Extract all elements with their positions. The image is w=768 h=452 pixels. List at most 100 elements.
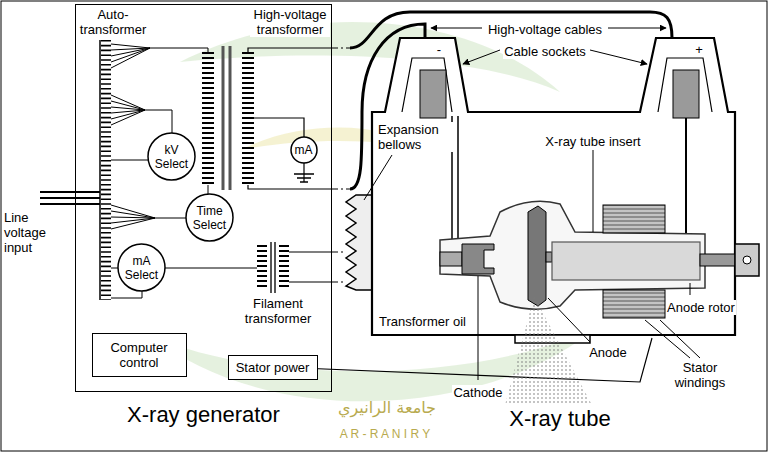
dial-label: Time Select <box>192 204 228 232</box>
leader-arrow <box>590 50 647 64</box>
label-holder: Cathode <box>452 383 504 401</box>
part-label: Cable sockets <box>503 44 587 59</box>
leader-line <box>548 298 590 342</box>
stator-winding <box>603 205 665 233</box>
part-label: High-voltage cables <box>487 22 603 37</box>
selector-dial: Time Select <box>185 193 234 242</box>
label-holder: Auto-transformer <box>78 7 148 38</box>
part-label: Filament transformer <box>236 296 320 326</box>
tube-housing <box>372 38 735 335</box>
expansion-bellows <box>346 195 372 290</box>
tap-wire <box>111 107 145 110</box>
stator-wire <box>300 338 652 382</box>
cathode-cup <box>462 244 494 274</box>
cable-break <box>332 281 345 282</box>
dial-label: mA Select <box>124 254 160 282</box>
part-label: Anode rotor <box>666 300 736 315</box>
label-holder: جامعة الرانيري <box>322 398 452 417</box>
leader-arrow <box>608 28 666 29</box>
housing-mount <box>735 244 759 276</box>
anode-lead <box>685 118 687 242</box>
wire <box>289 251 332 252</box>
control-box: Computer control <box>92 333 187 377</box>
autotransformer-core <box>99 40 101 300</box>
part-label: Line voltage input <box>3 210 55 255</box>
polarity-sign: - <box>436 42 442 57</box>
tap-wire <box>111 44 150 48</box>
label-holder: Expansion bellows <box>377 122 457 153</box>
label-holder: + <box>692 40 706 58</box>
iron-core <box>229 46 232 190</box>
label-holder: Anode <box>583 343 633 361</box>
label-holder: X-ray tube <box>470 406 650 432</box>
input-wire <box>40 197 100 199</box>
leader-line <box>690 283 691 295</box>
circle-outline <box>291 137 317 163</box>
section-title: X-ray tube <box>508 406 612 432</box>
label-holder: - <box>432 40 446 58</box>
power-box: Stator power <box>228 355 318 380</box>
socket-insert <box>673 70 699 118</box>
label-holder: Cable sockets <box>490 42 600 60</box>
box-label: Stator power <box>236 360 310 375</box>
watermark: A R - R A N I R Y <box>339 427 431 441</box>
ground-symbol <box>297 177 311 179</box>
generator-panel: X-ray generatorkV SelectmATime SelectmA … <box>75 4 332 392</box>
anode-stem <box>546 252 552 262</box>
part-label: Anode <box>588 345 628 360</box>
selector-dial: mA Select <box>117 243 166 292</box>
dial-label: kV Select <box>154 143 190 171</box>
rotor-bearing <box>700 254 735 266</box>
primary-coil <box>202 52 214 185</box>
ground-symbol <box>294 173 314 175</box>
filament-core <box>274 242 276 293</box>
part-label: X-ray tube insert <box>544 134 641 149</box>
anode-disc <box>528 206 546 306</box>
wire <box>150 48 208 52</box>
leader-arrow <box>431 28 482 29</box>
leader-line <box>660 320 700 358</box>
ground-symbol <box>300 181 308 183</box>
secondary-coil <box>242 52 254 185</box>
label-holder: Transformer oil <box>378 312 470 330</box>
label-holder: A R - R A N I R Y <box>300 424 470 442</box>
tap-wire <box>111 48 150 68</box>
circle-outline <box>118 244 165 291</box>
tap-fan <box>111 44 257 298</box>
tap-wire <box>111 218 155 229</box>
stator-winding <box>603 290 665 318</box>
label-holder: High-voltage transformer <box>250 7 330 38</box>
iron-core <box>222 46 225 190</box>
input-wire <box>40 203 100 205</box>
anode-rotor <box>552 242 700 280</box>
filament-secondary <box>279 245 289 290</box>
part-label: Expansion bellows <box>377 122 457 152</box>
autotransformer-coil <box>101 40 111 300</box>
cathode-stem <box>440 252 462 266</box>
box-label: Computer control <box>99 340 180 370</box>
circle-outline <box>186 194 233 241</box>
leader-arrow <box>463 50 500 64</box>
cable-break <box>332 251 345 252</box>
socket-insert <box>420 70 446 118</box>
hv-wiring <box>248 48 350 189</box>
mount-bolt <box>743 256 751 264</box>
tap-wire <box>111 218 155 223</box>
meter-label: mA <box>295 143 313 157</box>
part-label: High-voltage transformer <box>250 7 330 37</box>
leader-line <box>478 276 479 380</box>
watermark: جامعة الرانيري <box>337 398 437 417</box>
leader-line <box>593 150 594 232</box>
label-holder: Stator windings <box>668 360 732 391</box>
cable-break <box>332 47 350 48</box>
cable-break <box>332 188 350 189</box>
part-label: Stator windings <box>668 360 732 390</box>
selector-dial: kV Select <box>147 132 196 181</box>
tap-wire <box>111 95 145 110</box>
x-ray-beam <box>505 296 592 405</box>
part-label: Transformer oil <box>378 314 467 329</box>
